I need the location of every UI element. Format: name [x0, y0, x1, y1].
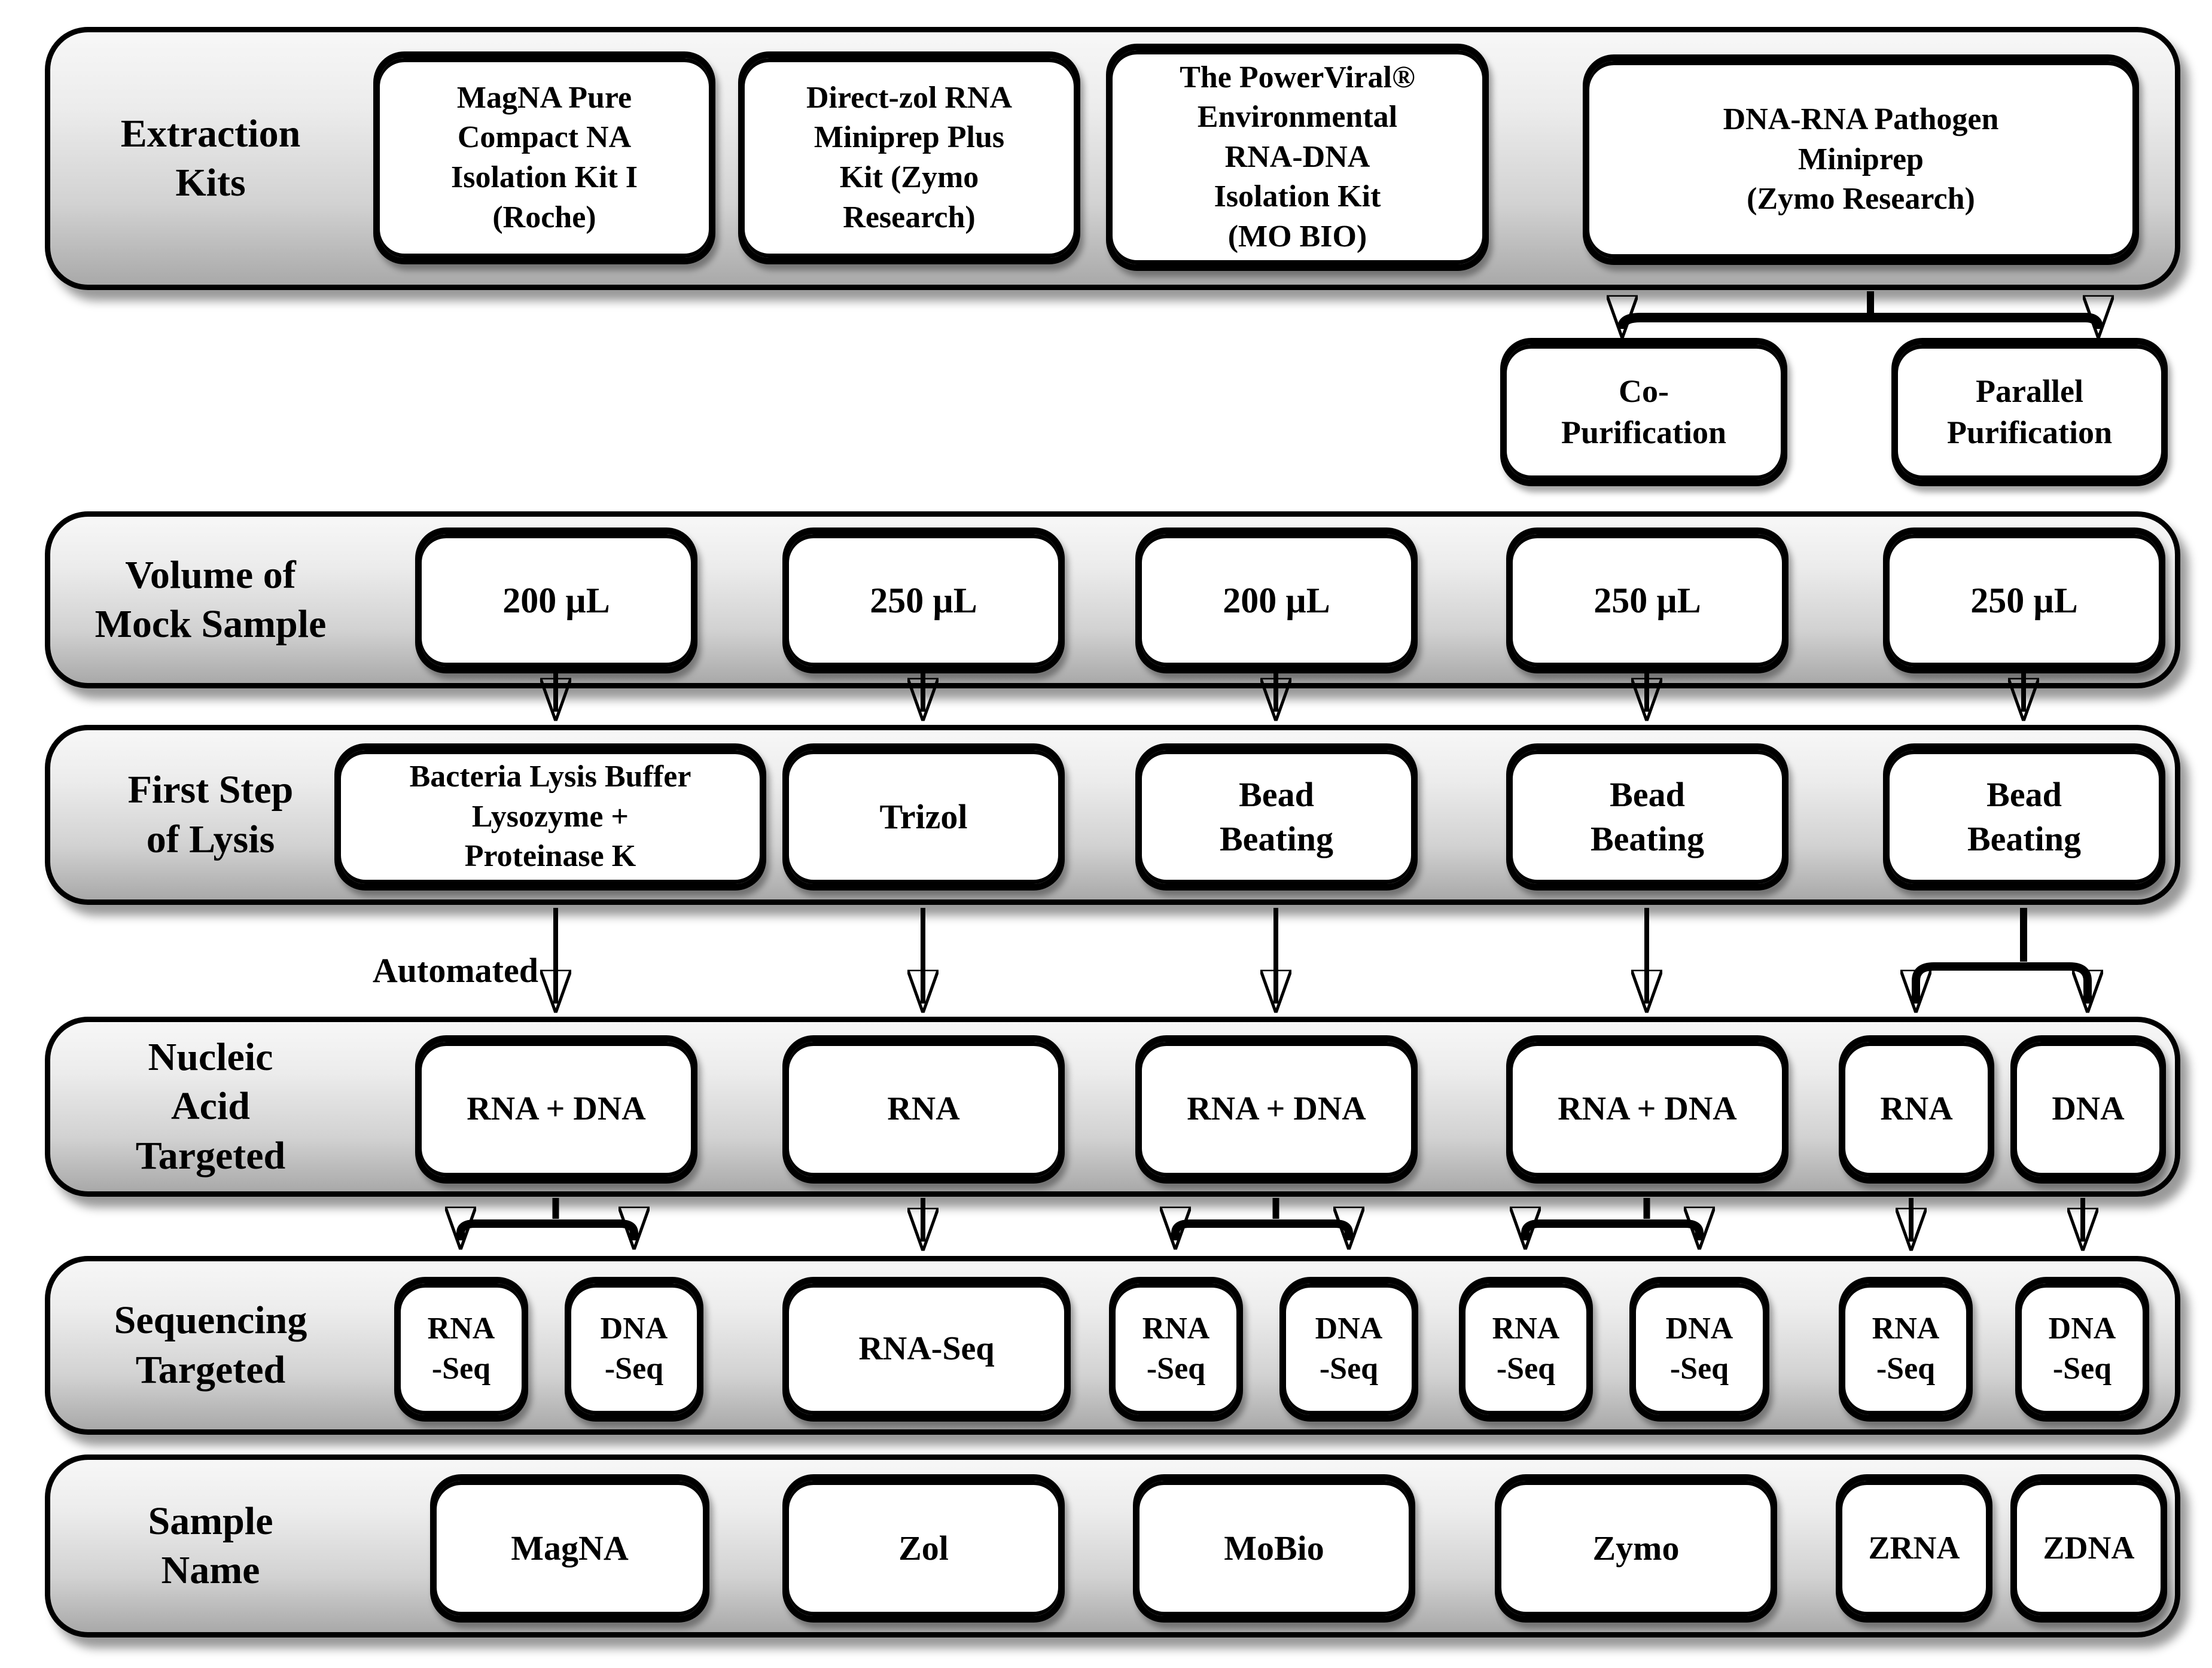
sample-box-zol: Zol [782, 1474, 1065, 1623]
seq-box-zymo-rna: RNA -Seq [1459, 1277, 1593, 1422]
co-purification-box: Co- Purification [1500, 338, 1787, 486]
band-label-lysis: First Step of Lysis [127, 768, 294, 861]
lysis-box-magna: Bacteria Lysis Buffer Lysozyme + Protein… [334, 743, 766, 891]
kit-box-magna-pure: MagNA Pure Compact NA Isolation Kit I (R… [373, 51, 715, 264]
seq-box-mobio-dna: DNA -Seq [1279, 1277, 1418, 1422]
band-label-volume: Volume of Mock Sample [95, 553, 327, 647]
kit-box-pathogen-miniprep: DNA-RNA Pathogen Miniprep (Zymo Research… [1583, 54, 2139, 265]
arrow-nucleic-split-magna [461, 1198, 634, 1240]
arrow-nucleic-split-mobio [1175, 1198, 1349, 1240]
band-nucleic-acid-targeted: Nucleic Acid Targeted RNA + DNA RNA RNA … [45, 1017, 2180, 1197]
seq-box-zdna: DNA -Seq [2015, 1277, 2149, 1422]
lysis-box-zymo-co: Bead Beating [1506, 743, 1789, 891]
nucleic-box-mobio: RNA + DNA [1135, 1035, 1418, 1184]
band-label-sample-name: Sample Name [148, 1499, 273, 1593]
nucleic-box-zol: RNA [782, 1035, 1065, 1184]
kit-box-powerviral: The PowerViral® Environmental RNA-DNA Is… [1106, 44, 1489, 271]
sample-box-zymo: Zymo [1495, 1474, 1777, 1623]
band-label-extraction-kits: Extraction Kits [120, 111, 301, 205]
lysis-box-zymo-parallel: Bead Beating [1883, 743, 2165, 891]
volume-box-magna: 200 µL [415, 527, 697, 673]
parallel-purification-box: Parallel Purification [1891, 338, 2168, 486]
sample-box-zrna: ZRNA [1836, 1474, 1992, 1623]
sample-box-mobio: MoBio [1133, 1474, 1415, 1623]
band-sequencing-targeted: Sequencing Targeted RNA -Seq DNA -Seq RN… [45, 1256, 2180, 1435]
band-label-nucleic: Nucleic Acid Targeted [135, 1035, 286, 1178]
nucleic-box-magna: RNA + DNA [415, 1035, 697, 1184]
arrow-pathogen-split [1622, 291, 2098, 329]
arrow-lysis-to-nucleic [556, 908, 1647, 1004]
lysis-box-zol: Trizol [782, 743, 1065, 891]
band-extraction-kits: Extraction Kits MagNA Pure Compact NA Is… [45, 27, 2180, 290]
volume-box-zymo-co: 250 µL [1506, 527, 1789, 673]
nucleic-box-parallel-dna: DNA [2010, 1035, 2166, 1184]
volume-box-mobio: 200 µL [1135, 527, 1418, 673]
band-label-sequencing: Sequencing Targeted [114, 1298, 307, 1392]
seq-box-magna-dna: DNA -Seq [565, 1277, 703, 1422]
seq-box-zymo-dna: DNA -Seq [1629, 1277, 1769, 1422]
kit-box-direct-zol: Direct-zol RNA Miniprep Plus Kit (Zymo R… [738, 51, 1080, 264]
sample-box-zdna: ZDNA [2010, 1474, 2167, 1623]
nucleic-box-parallel-rna: RNA [1839, 1035, 1994, 1184]
arrow-lysis-split-parallel [1916, 908, 2088, 1004]
seq-box-mobio-rna: RNA -Seq [1109, 1277, 1243, 1422]
sample-box-magna: MagNA [430, 1474, 709, 1623]
band-sample-name: Sample Name MagNA Zol MoBio Zymo ZRNA ZD… [45, 1454, 2180, 1637]
band-first-step-lysis: First Step of Lysis Bacteria Lysis Buffe… [45, 725, 2180, 905]
seq-box-magna-rna: RNA -Seq [394, 1277, 528, 1422]
band-volume-mock-sample: Volume of Mock Sample 200 µL 250 µL 200 … [45, 511, 2180, 688]
seq-box-zol-rna: RNA-Seq [782, 1277, 1071, 1422]
lysis-box-mobio: Bead Beating [1135, 743, 1418, 891]
nucleic-box-zymo-co: RNA + DNA [1506, 1035, 1789, 1184]
volume-box-zymo-parallel: 250 µL [1883, 527, 2165, 673]
seq-box-zrna: RNA -Seq [1839, 1277, 1973, 1422]
arrow-nucleic-split-zymo [1525, 1198, 1699, 1240]
volume-box-zol: 250 µL [782, 527, 1065, 673]
automated-annotation: Automated [372, 951, 538, 990]
